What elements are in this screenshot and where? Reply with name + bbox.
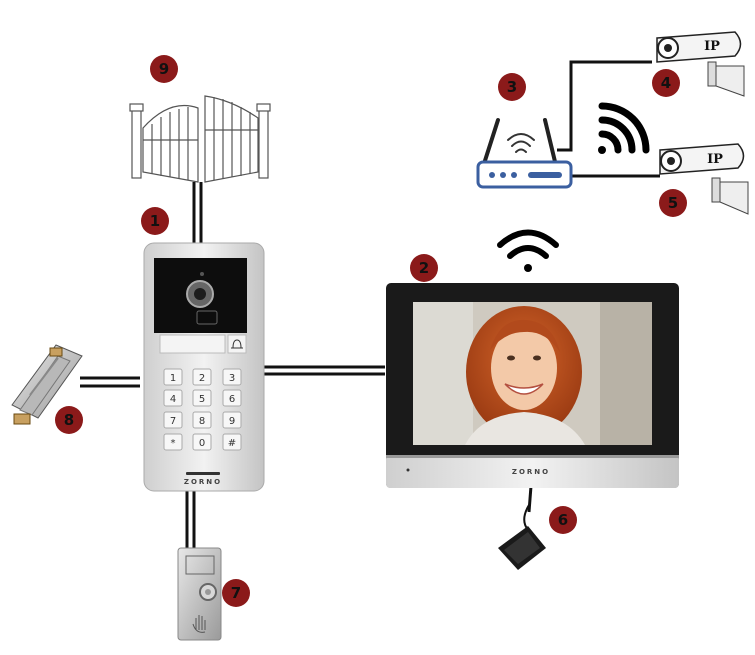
badge-1: 1	[141, 207, 169, 235]
camera-1-label: IP	[704, 39, 720, 54]
keypad-key-label: 7	[170, 416, 176, 427]
keypad-key: 2	[192, 368, 212, 386]
door-station: 1 2 3 4 5 6 7 8 9 * 0 # ZORNO	[143, 242, 265, 492]
badge-label: 2	[419, 259, 429, 277]
keypad-key: 7	[163, 411, 183, 429]
badge-9: 9	[150, 55, 178, 83]
bell-icon	[231, 339, 243, 349]
keypad-key-label: 5	[199, 394, 205, 405]
keypad-key-label: 4	[170, 394, 176, 405]
badge-label: 4	[661, 74, 671, 92]
wifi-icon	[497, 229, 559, 272]
keypad-key-label: 2	[199, 373, 205, 384]
exit-button-icon	[177, 547, 222, 641]
camera-2-label: IP	[707, 152, 723, 167]
keypad: 1 2 3 4 5 6 7 8 9 * 0 #	[163, 368, 242, 451]
keypad-key: 1	[163, 368, 183, 386]
badge-label: 3	[507, 78, 517, 96]
door-station-brand: ZORNO	[184, 478, 222, 486]
keypad-key-label: 3	[229, 373, 235, 384]
wiring	[80, 60, 660, 548]
monitor-brand: ZORNO	[512, 468, 550, 476]
badge-6: 6	[549, 506, 577, 534]
keypad-key-label: 6	[229, 394, 235, 405]
badge-8: 8	[55, 406, 83, 434]
keypad-key: #	[222, 433, 242, 451]
keypad-key: 5	[192, 389, 212, 407]
keypad-key: 4	[163, 389, 183, 407]
gate	[129, 95, 271, 183]
keypad-key: *	[163, 433, 183, 451]
keypad-key-label: #	[228, 438, 236, 449]
keypad-key-label: 1	[170, 373, 176, 384]
router-icon	[476, 118, 573, 189]
power-adapter-icon	[498, 504, 546, 570]
badge-label: 8	[64, 411, 74, 429]
keypad-key: 9	[222, 411, 242, 429]
badge-7: 7	[222, 579, 250, 607]
keypad-key-label: 9	[229, 416, 235, 427]
keypad-key: 8	[192, 411, 212, 429]
badge-label: 9	[159, 60, 169, 78]
monitor-screen	[413, 302, 652, 445]
badge-label: 5	[668, 194, 678, 212]
badge-2: 2	[410, 254, 438, 282]
ip-camera-2: IP	[659, 143, 749, 215]
ip-camera-1: IP	[656, 31, 745, 97]
router-wifi-icon	[507, 133, 535, 153]
badge-label: 1	[150, 212, 160, 230]
keypad-key-label: 8	[199, 416, 205, 427]
electric-strike-icon	[11, 344, 83, 425]
keypad-key-label: 0	[199, 438, 205, 449]
badge-4: 4	[652, 69, 680, 97]
badge-label: 6	[558, 511, 568, 529]
keypad-key: 0	[192, 433, 212, 451]
badge-5: 5	[659, 189, 687, 217]
keypad-key: 6	[222, 389, 242, 407]
badge-label: 7	[231, 584, 241, 602]
keypad-key-label: *	[171, 438, 176, 449]
badge-3: 3	[498, 73, 526, 101]
indoor-monitor: ZORNO	[386, 283, 679, 488]
keypad-key: 3	[222, 368, 242, 386]
number-badges: 1 2 3 4 5 6 7 8 9	[55, 55, 687, 607]
wifi-signal-icon	[598, 102, 650, 154]
